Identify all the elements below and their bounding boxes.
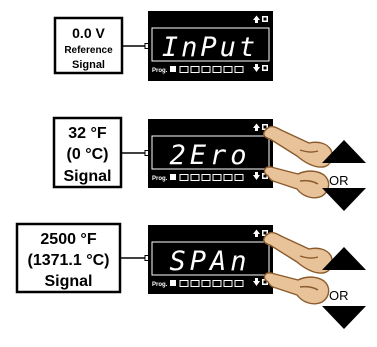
display-window: [151, 241, 270, 276]
display-readout: 2Ero: [169, 140, 250, 171]
down-arrow-key-icon: [253, 278, 268, 286]
pointing-hand-icon: [263, 272, 330, 305]
down-arrow-key-icon: [253, 172, 268, 180]
row2-label-line1: 32 °F: [68, 125, 107, 142]
pointing-hand-icon: [263, 125, 333, 168]
display-window: [151, 135, 270, 170]
up-triangle-button-icon[interactable]: [322, 140, 366, 163]
row-zero: 32 °F (0 °C) Signal 2Ero Prog.: [52, 116, 366, 211]
display-readout: InPut: [162, 32, 258, 63]
row-input: 0.0 V Reference Signal InPut Prog.: [53, 11, 273, 81]
or-label: OR: [329, 288, 349, 303]
row1-label-line2: Reference: [64, 45, 113, 56]
zero-signal-label-box: [52, 116, 123, 189]
prog-label: Prog.: [152, 68, 168, 74]
row1-label-line1: 0.0 V: [72, 25, 105, 41]
down-triangle-button-icon[interactable]: [322, 306, 366, 329]
down-arrow-key-icon: [253, 64, 268, 72]
span-signal-label-box: [15, 222, 122, 294]
prog-label: Prog.: [152, 176, 168, 182]
pointing-hand-icon: [263, 166, 330, 199]
prog-label: Prog.: [152, 282, 168, 288]
or-label: OR: [329, 173, 349, 188]
up-arrow-key-icon: [253, 123, 268, 131]
row3-label-line2: (1371.1 °C): [28, 252, 110, 269]
row3-label-line3: Signal: [44, 273, 92, 290]
down-triangle-button-icon[interactable]: [322, 188, 366, 211]
row1-label-line3: Signal: [72, 59, 105, 71]
up-triangle-button-icon[interactable]: [322, 247, 366, 270]
pointing-hand-icon: [263, 231, 333, 274]
row-span: 2500 °F (1371.1 °C) Signal SPAn Prog.: [15, 222, 366, 329]
row3-label-line1: 2500 °F: [40, 231, 96, 248]
display-readout: SPAn: [169, 246, 250, 277]
row2-label-line2: (0 °C): [67, 146, 109, 163]
display-window: [151, 27, 270, 62]
reference-label-box: [53, 16, 124, 75]
up-arrow-key-icon: [253, 15, 268, 23]
row2-label-line3: Signal: [63, 168, 111, 185]
up-arrow-key-icon: [253, 229, 268, 237]
